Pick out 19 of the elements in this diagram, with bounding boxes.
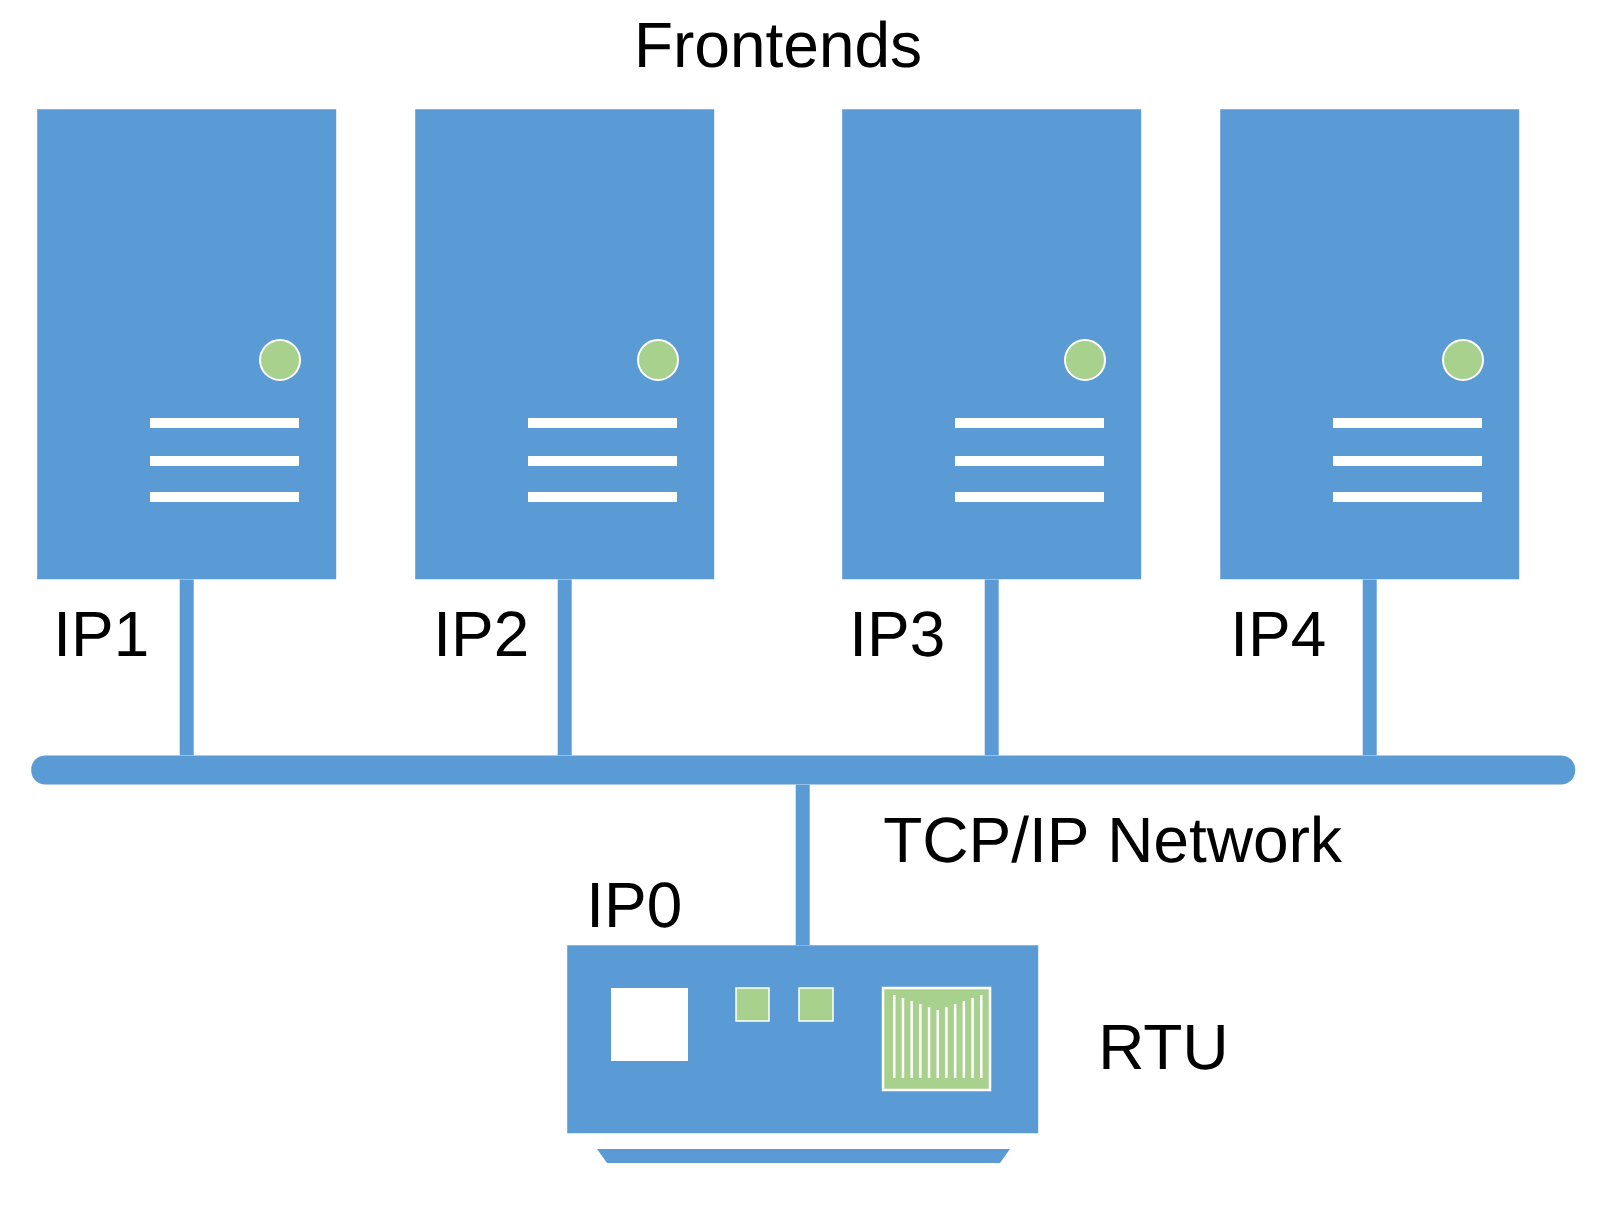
node-label: IP0: [592, 882, 680, 928]
node-label: RTU: [1103, 1024, 1224, 1070]
server-drawing: [842, 109, 1142, 580]
node-label: IP1: [59, 611, 147, 656]
connector-line: [1362, 579, 1377, 756]
node-label: TCP/IP Network: [884, 815, 1342, 863]
node-label: IP2: [439, 611, 527, 656]
connector-line: [557, 579, 572, 756]
connector-line: [795, 784, 810, 945]
title: Frontends: [639, 20, 920, 68]
server-drawing: [415, 109, 715, 580]
connector-line: [984, 579, 999, 756]
network-bus: [31, 755, 1576, 785]
server-drawing: [1220, 109, 1520, 580]
node-label: IP3: [855, 611, 943, 657]
connector-line: [179, 579, 194, 756]
device-drawing: [567, 945, 1039, 1163]
server-drawing: [37, 109, 337, 580]
node-label: IP4: [1236, 611, 1325, 656]
